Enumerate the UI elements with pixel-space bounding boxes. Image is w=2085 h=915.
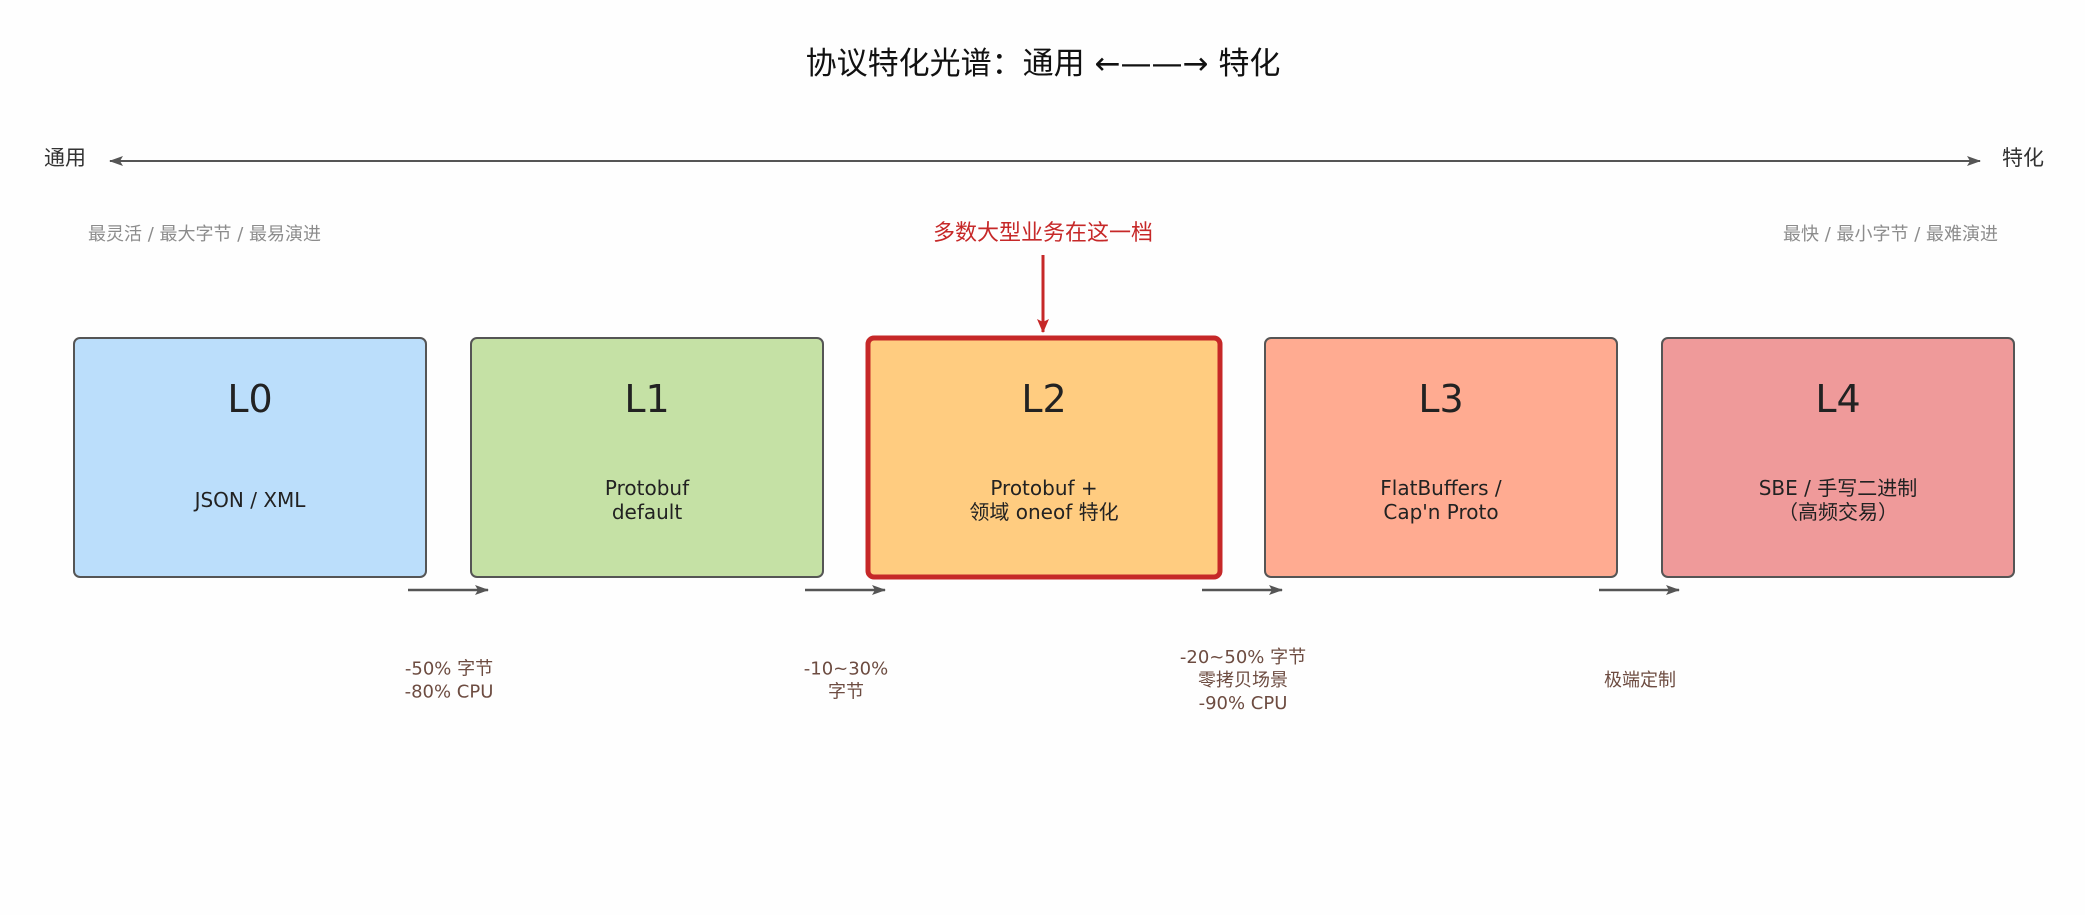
right-characteristics-note: 最快 / 最小字节 / 最难演进 — [1783, 224, 1998, 245]
transition-gain-line: -50% 字节 — [405, 659, 493, 680]
level-description-line: default — [612, 500, 683, 524]
transition-gain-line: -90% CPU — [1199, 693, 1288, 714]
transition-gains: -50% 字节-80% CPU-10~30%字节-20~50% 字节零拷贝场景-… — [405, 585, 1680, 714]
level-description-line: Cap'n Proto — [1383, 500, 1498, 524]
level-box-rect — [1264, 337, 1618, 578]
level-description-line: Protobuf + — [990, 476, 1097, 500]
transition-gain-line: -20~50% 字节 — [1180, 647, 1306, 668]
level-box-rect — [1661, 337, 2015, 578]
transition-2: -10~30%字节 — [804, 585, 889, 703]
level-description-line: SBE / 手写二进制 — [1759, 476, 1918, 500]
transition-gain-line: -80% CPU — [405, 682, 494, 703]
axis-left-label: 通用 — [44, 146, 86, 170]
level-id-label: L2 — [1021, 377, 1066, 421]
transition-4: 极端定制 — [1599, 585, 1680, 691]
transition-gain-line: 字节 — [828, 682, 864, 703]
level-description-line: FlatBuffers / — [1380, 476, 1502, 500]
level-id-label: L4 — [1815, 377, 1860, 421]
level-box-rect — [73, 337, 427, 578]
level-box-rect — [865, 335, 1223, 580]
transition-gain-line: -10~30% — [804, 659, 889, 680]
level-description-line: JSON / XML — [193, 488, 307, 512]
axis-right-label: 特化 — [2002, 146, 2044, 170]
diagram-title: 协议特化光谱：通用 ←——→ 特化 — [806, 46, 1281, 82]
level-box-rect — [470, 337, 824, 578]
level-id-label: L3 — [1418, 377, 1463, 421]
level-description-line: Protobuf — [605, 476, 690, 500]
level-id-label: L1 — [624, 377, 669, 421]
level-description-line: 领域 oneof 特化 — [969, 500, 1118, 524]
transition-gain-line: 零拷贝场景 — [1198, 670, 1288, 691]
left-characteristics-note: 最灵活 / 最大字节 / 最易演进 — [88, 224, 321, 245]
transition-gain-line: 极端定制 — [1604, 670, 1676, 691]
level-id-label: L0 — [227, 377, 272, 421]
level-description-line: （高频交易） — [1778, 500, 1898, 524]
highlight-callout-text: 多数大型业务在这一档 — [933, 221, 1153, 246]
transition-1: -50% 字节-80% CPU — [405, 585, 494, 703]
